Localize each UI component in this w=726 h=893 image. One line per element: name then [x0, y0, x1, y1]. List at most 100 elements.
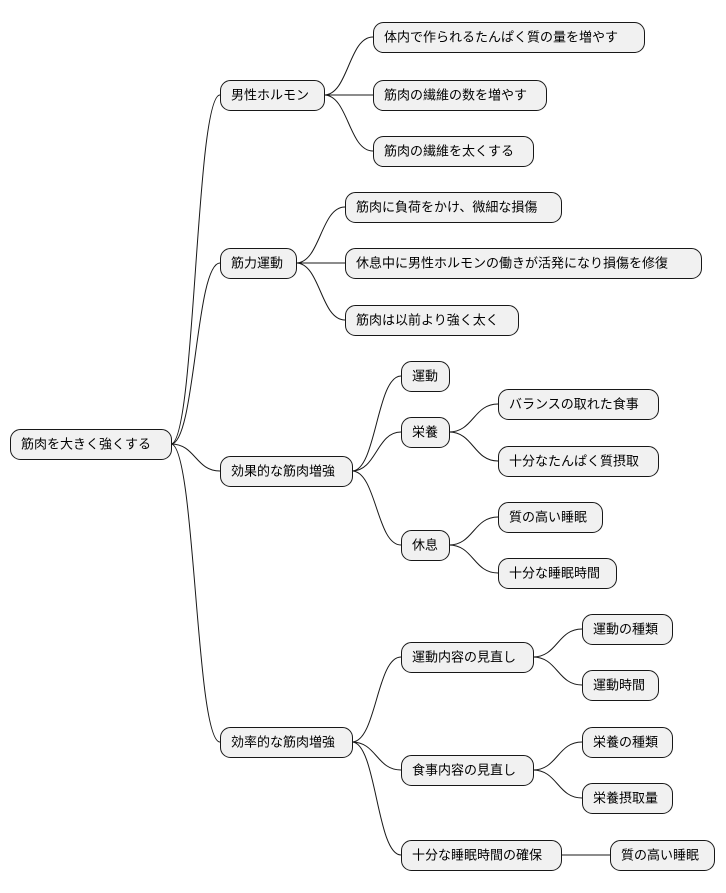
- connector-line: [295, 262, 346, 321]
- node-label: 筋肉を大きく強くする: [21, 437, 151, 453]
- node-box: [498, 389, 659, 420]
- node-label: 栄養の種類: [593, 735, 658, 751]
- node-box: [345, 192, 562, 223]
- connector-line: [448, 431, 499, 462]
- connector-line: [351, 741, 402, 771]
- node-label: 栄養摂取量: [593, 791, 658, 807]
- node-label: 筋肉の繊維を太くする: [384, 144, 514, 160]
- node-box: [401, 361, 450, 392]
- mindmap-node-3-2-0: 質の高い睡眠: [610, 840, 715, 871]
- mindmap-root-node: 筋肉を大きく強くする: [10, 429, 172, 460]
- node-box: [220, 80, 325, 111]
- node-box: [220, 248, 297, 279]
- node-label: 効率的な筋肉増強: [231, 735, 335, 751]
- node-label: 質の高い睡眠: [621, 848, 699, 864]
- mindmap-node-3: 効率的な筋肉増強: [220, 727, 353, 758]
- node-box: [345, 248, 702, 279]
- node-box: [10, 429, 172, 460]
- connector-line: [351, 656, 402, 743]
- mindmap-node-1-0: 筋肉に負荷をかけ、微細な損傷: [345, 192, 562, 223]
- node-label: 運動内容の見直し: [412, 650, 516, 666]
- node-box: [401, 530, 450, 561]
- node-box: [220, 456, 353, 487]
- node-box: [373, 80, 547, 111]
- connector-line: [323, 94, 374, 152]
- node-label: 運動の種類: [593, 622, 658, 638]
- connector-line: [351, 741, 402, 856]
- node-label: 運動時間: [593, 679, 645, 694]
- node-box: [582, 614, 673, 645]
- node-label: 質の高い睡眠: [509, 510, 587, 526]
- node-label: 休息: [412, 538, 438, 554]
- connector-line: [532, 628, 583, 658]
- mindmap-node-2-2-1: 十分な睡眠時間: [498, 558, 617, 589]
- connector-line: [532, 769, 583, 799]
- node-label: 効果的な筋肉増強: [231, 464, 335, 480]
- node-box: [401, 755, 534, 786]
- node-label: 休息中に男性ホルモンの働きが活発になり損傷を修復: [356, 256, 668, 272]
- mindmap-node-3-1-0: 栄養の種類: [582, 727, 673, 758]
- connector-lines: [170, 36, 610, 856]
- mindmap-node-0: 男性ホルモン: [220, 80, 325, 111]
- mindmap-node-3-2: 十分な睡眠時間の確保: [401, 840, 562, 871]
- node-label: 筋肉に負荷をかけ、微細な損傷: [356, 200, 537, 216]
- node-label: 男性ホルモン: [231, 89, 309, 104]
- node-box: [498, 558, 617, 589]
- mindmap-node-2-2: 休息: [401, 530, 450, 561]
- mindmap-node-2-0: 運動: [401, 361, 450, 392]
- node-label: 食事内容の見直し: [412, 763, 516, 779]
- connector-line: [295, 206, 346, 264]
- connector-line: [351, 375, 402, 472]
- mindmap-node-0-0: 体内で作られるたんぱく質の量を増やす: [373, 22, 645, 53]
- mindmap-node-3-1: 食事内容の見直し: [401, 755, 534, 786]
- node-label: バランスの取れた食事: [509, 397, 639, 413]
- connector-line: [170, 262, 221, 445]
- connector-line: [170, 94, 221, 445]
- connector-line: [448, 403, 499, 433]
- node-label: 栄養: [412, 425, 438, 441]
- node-box: [582, 783, 673, 814]
- node-box: [610, 840, 715, 871]
- mindmap-node-1-2: 筋肉は以前より強く太く: [345, 305, 519, 336]
- node-box: [401, 642, 534, 673]
- mindmap-node-3-0-1: 運動時間: [582, 670, 659, 701]
- node-box: [401, 417, 450, 448]
- mindmap-nodes: 筋肉を大きく強くする 男性ホルモン 体内で作られるたんぱく質の量を増やす筋肉の繊維の…: [10, 22, 715, 871]
- node-label: 運動: [412, 370, 438, 385]
- connector-line: [448, 516, 499, 546]
- mindmap-node-1-1: 休息中に男性ホルモンの働きが活発になり損傷を修復: [345, 248, 702, 279]
- connector-line: [170, 443, 221, 472]
- node-box: [498, 446, 659, 477]
- node-box: [498, 502, 603, 533]
- node-box: [373, 136, 534, 167]
- mindmap-node-2-2-0: 質の高い睡眠: [498, 502, 603, 533]
- mindmap-node-2-1-1: 十分なたんぱく質摂取: [498, 446, 659, 477]
- node-label: 十分な睡眠時間の確保: [412, 848, 542, 864]
- mindmap-node-2-1-0: バランスの取れた食事: [498, 389, 659, 420]
- node-box: [401, 840, 562, 871]
- connector-line: [351, 470, 402, 546]
- connector-line: [323, 36, 374, 96]
- connector-line: [532, 741, 583, 771]
- connector-line: [170, 443, 221, 743]
- mindmap-node-1: 筋力運動: [220, 248, 297, 279]
- node-box: [220, 727, 353, 758]
- mindmap-node-2: 効果的な筋肉増強: [220, 456, 353, 487]
- mindmap-node-0-1: 筋肉の繊維の数を増やす: [373, 80, 547, 111]
- mindmap-node-3-1-1: 栄養摂取量: [582, 783, 673, 814]
- mindmap-node-3-0-0: 運動の種類: [582, 614, 673, 645]
- connector-line: [351, 431, 402, 472]
- mindmap-node-3-0: 運動内容の見直し: [401, 642, 534, 673]
- node-label: 筋肉は以前より強く太く: [356, 313, 499, 329]
- node-box: [373, 22, 645, 53]
- node-box: [582, 727, 673, 758]
- node-label: 十分なたんぱく質摂取: [509, 454, 639, 470]
- node-label: 筋力運動: [231, 256, 283, 272]
- node-label: 体内で作られるたんぱく質の量を増やす: [384, 30, 618, 46]
- node-box: [345, 305, 519, 336]
- node-box: [582, 670, 659, 701]
- connector-line: [532, 656, 583, 686]
- node-label: 十分な睡眠時間: [509, 567, 600, 582]
- mindmap-node-2-1: 栄養: [401, 417, 450, 448]
